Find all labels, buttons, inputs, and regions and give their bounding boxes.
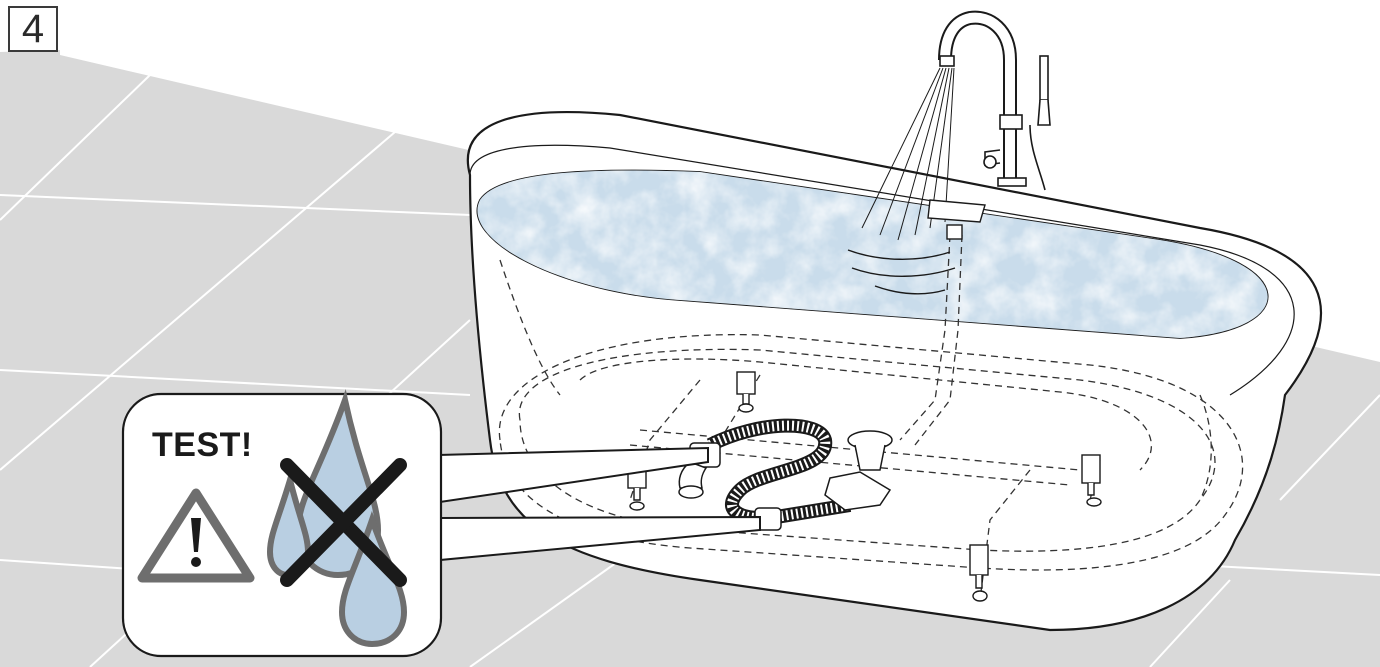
step-number-box: 4	[8, 6, 58, 52]
step-number: 4	[22, 9, 44, 49]
test-label: TEST!	[152, 426, 253, 465]
freestanding-faucet	[940, 18, 1050, 190]
